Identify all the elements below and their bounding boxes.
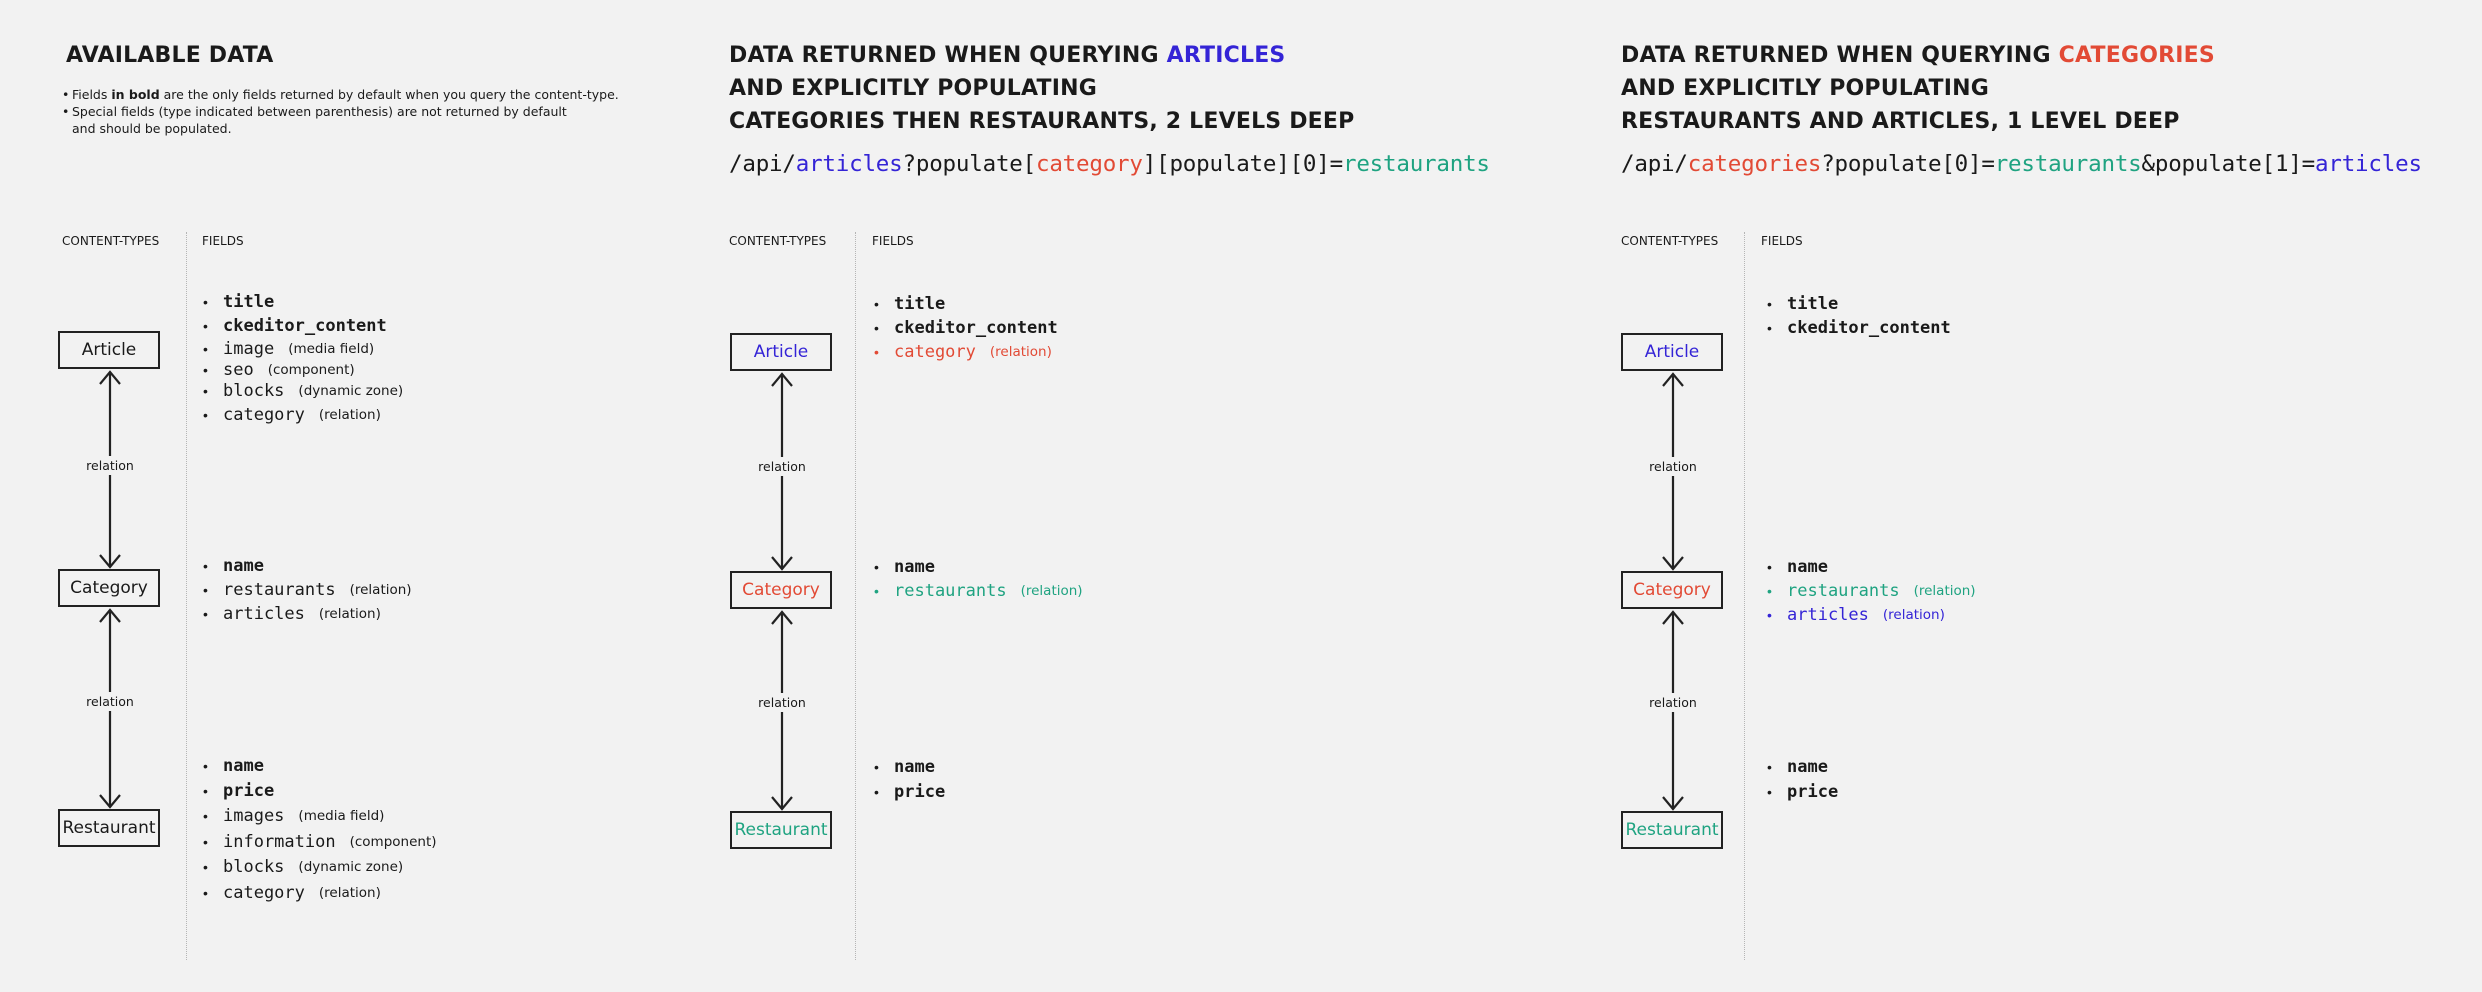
node-category-2: Category xyxy=(730,571,832,609)
field-price: price xyxy=(1767,779,1838,804)
field-name: name xyxy=(874,754,945,779)
content-types-label-1: CONTENT-TYPES xyxy=(62,234,160,248)
field-name: name xyxy=(203,554,412,578)
fields-article-1: title ckeditor_content image(media field… xyxy=(203,290,403,428)
field-restaurants: restaurants(relation) xyxy=(874,579,1083,603)
field-name: name xyxy=(203,753,437,778)
relation-label-2a: relation xyxy=(742,457,822,476)
fields-label-2: FIELDS xyxy=(872,234,914,248)
node-restaurant-1: Restaurant xyxy=(58,809,160,847)
field-ckeditor-content: ckeditor_content xyxy=(1767,316,1951,340)
fields-article-3: title ckeditor_content xyxy=(1767,292,1951,340)
node-restaurant-3: Restaurant xyxy=(1621,811,1723,849)
field-image: image(media field) xyxy=(203,338,403,360)
field-category: category(relation) xyxy=(203,880,437,906)
note-bold-fields: Fields in bold are the only fields retur… xyxy=(62,86,619,103)
field-restaurants: restaurants(relation) xyxy=(203,578,412,602)
field-seo: seo(component) xyxy=(203,360,403,380)
column-divider-2 xyxy=(855,232,856,960)
panel3-api-url: /api/categories?populate[0]=restaurants&… xyxy=(1621,151,2422,177)
panel3-title: DATA RETURNED WHEN QUERYING CATEGORIES A… xyxy=(1621,43,2215,134)
field-ckeditor-content: ckeditor_content xyxy=(203,314,403,338)
field-title: title xyxy=(203,290,403,314)
relation-label-1b: relation xyxy=(70,692,150,711)
field-category: category(relation) xyxy=(874,340,1058,364)
field-category: category(relation) xyxy=(203,402,403,428)
field-name: name xyxy=(1767,555,1976,579)
field-name: name xyxy=(874,555,1083,579)
fields-category-3: name restaurants(relation) articles(rela… xyxy=(1767,555,1976,627)
field-price: price xyxy=(203,778,437,803)
panel2-api-url: /api/articles?populate[category][populat… xyxy=(729,151,1490,177)
content-types-label-3: CONTENT-TYPES xyxy=(1621,234,1719,248)
fields-restaurant-1: name price images(media field) informati… xyxy=(203,753,437,906)
fields-article-2: title ckeditor_content category(relation… xyxy=(874,292,1058,364)
field-information: information(component) xyxy=(203,829,437,854)
content-types-label-2: CONTENT-TYPES xyxy=(729,234,827,248)
field-images: images(media field) xyxy=(203,803,437,829)
node-restaurant-2: Restaurant xyxy=(730,811,832,849)
relation-label-1a: relation xyxy=(70,456,150,475)
panel2-title: DATA RETURNED WHEN QUERYING ARTICLES AND… xyxy=(729,43,1355,134)
fields-restaurant-3: name price xyxy=(1767,754,1838,804)
panel1-title: AVAILABLE DATA xyxy=(66,43,274,68)
fields-label-3: FIELDS xyxy=(1761,234,1803,248)
fields-label-1: FIELDS xyxy=(202,234,244,248)
fields-category-2: name restaurants(relation) xyxy=(874,555,1083,603)
column-divider-3 xyxy=(1744,232,1745,960)
field-title: title xyxy=(874,292,1058,316)
column-divider-1 xyxy=(186,232,187,960)
field-price: price xyxy=(874,779,945,804)
field-blocks: blocks(dynamic zone) xyxy=(203,380,403,402)
relation-label-3a: relation xyxy=(1633,457,1713,476)
field-articles: articles(relation) xyxy=(1767,603,1976,627)
field-articles: articles(relation) xyxy=(203,602,412,626)
node-article-1: Article xyxy=(58,331,160,369)
panel1-notes: Fields in bold are the only fields retur… xyxy=(62,86,619,137)
node-category-1: Category xyxy=(58,569,160,607)
field-title: title xyxy=(1767,292,1951,316)
relation-label-2b: relation xyxy=(742,693,822,712)
note-special-fields: Special fields (type indicated between p… xyxy=(62,103,619,137)
field-ckeditor-content: ckeditor_content xyxy=(874,316,1058,340)
field-blocks: blocks(dynamic zone) xyxy=(203,854,437,880)
field-restaurants: restaurants(relation) xyxy=(1767,579,1976,603)
fields-category-1: name restaurants(relation) articles(rela… xyxy=(203,554,412,626)
node-article-3: Article xyxy=(1621,333,1723,371)
fields-restaurant-2: name price xyxy=(874,754,945,804)
relation-label-3b: relation xyxy=(1633,693,1713,712)
node-category-3: Category xyxy=(1621,571,1723,609)
field-name: name xyxy=(1767,754,1838,779)
node-article-2: Article xyxy=(730,333,832,371)
